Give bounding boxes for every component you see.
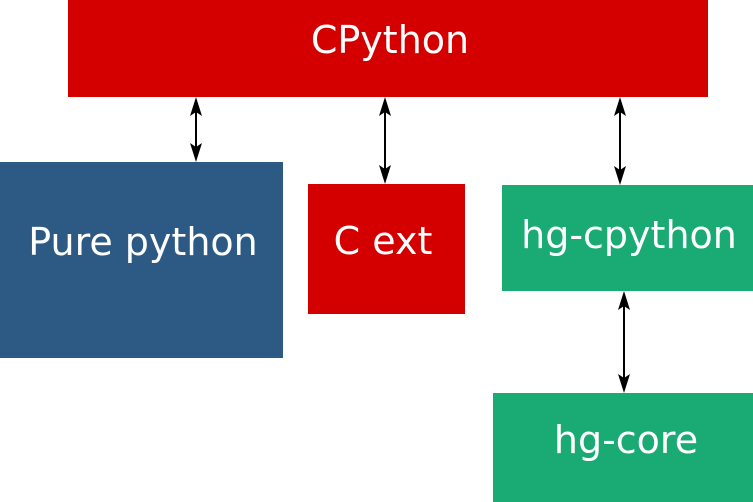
arrow-hg-cpython-hg-core — [618, 291, 630, 393]
hg-cpython-label: hg-cpython — [521, 213, 737, 257]
c-ext-node: C ext — [308, 184, 465, 314]
arrow-head-up — [190, 97, 202, 116]
pure-python-box — [0, 162, 283, 358]
hg-core-label: hg-core — [554, 418, 698, 462]
pure-python-label: Pure python — [28, 220, 258, 264]
c-ext-box — [308, 184, 465, 314]
hg-cpython-node: hg-cpython — [502, 185, 753, 291]
hg-cpython-box — [502, 185, 753, 291]
arrow-head-down — [614, 166, 626, 185]
arrow-head-down — [618, 374, 630, 393]
arrow-head-up — [614, 97, 626, 116]
arrow-head-down — [190, 143, 202, 162]
c-ext-label: C ext — [334, 219, 433, 263]
hg-core-node: hg-core — [493, 393, 753, 502]
pure-python-node: Pure python — [0, 162, 283, 358]
hg-core-box — [493, 393, 753, 502]
cpython-node: CPython — [68, 0, 708, 97]
cpython-label: CPython — [311, 18, 469, 62]
arrow-head-up — [618, 291, 630, 310]
arrow-head-down — [379, 165, 391, 184]
cpython-box — [68, 0, 708, 97]
arrow-cpython-hg-cpython — [614, 97, 626, 185]
arrow-head-up — [379, 97, 391, 116]
arrow-cpython-pure-python — [190, 97, 202, 162]
arrow-cpython-c-ext — [379, 97, 391, 184]
